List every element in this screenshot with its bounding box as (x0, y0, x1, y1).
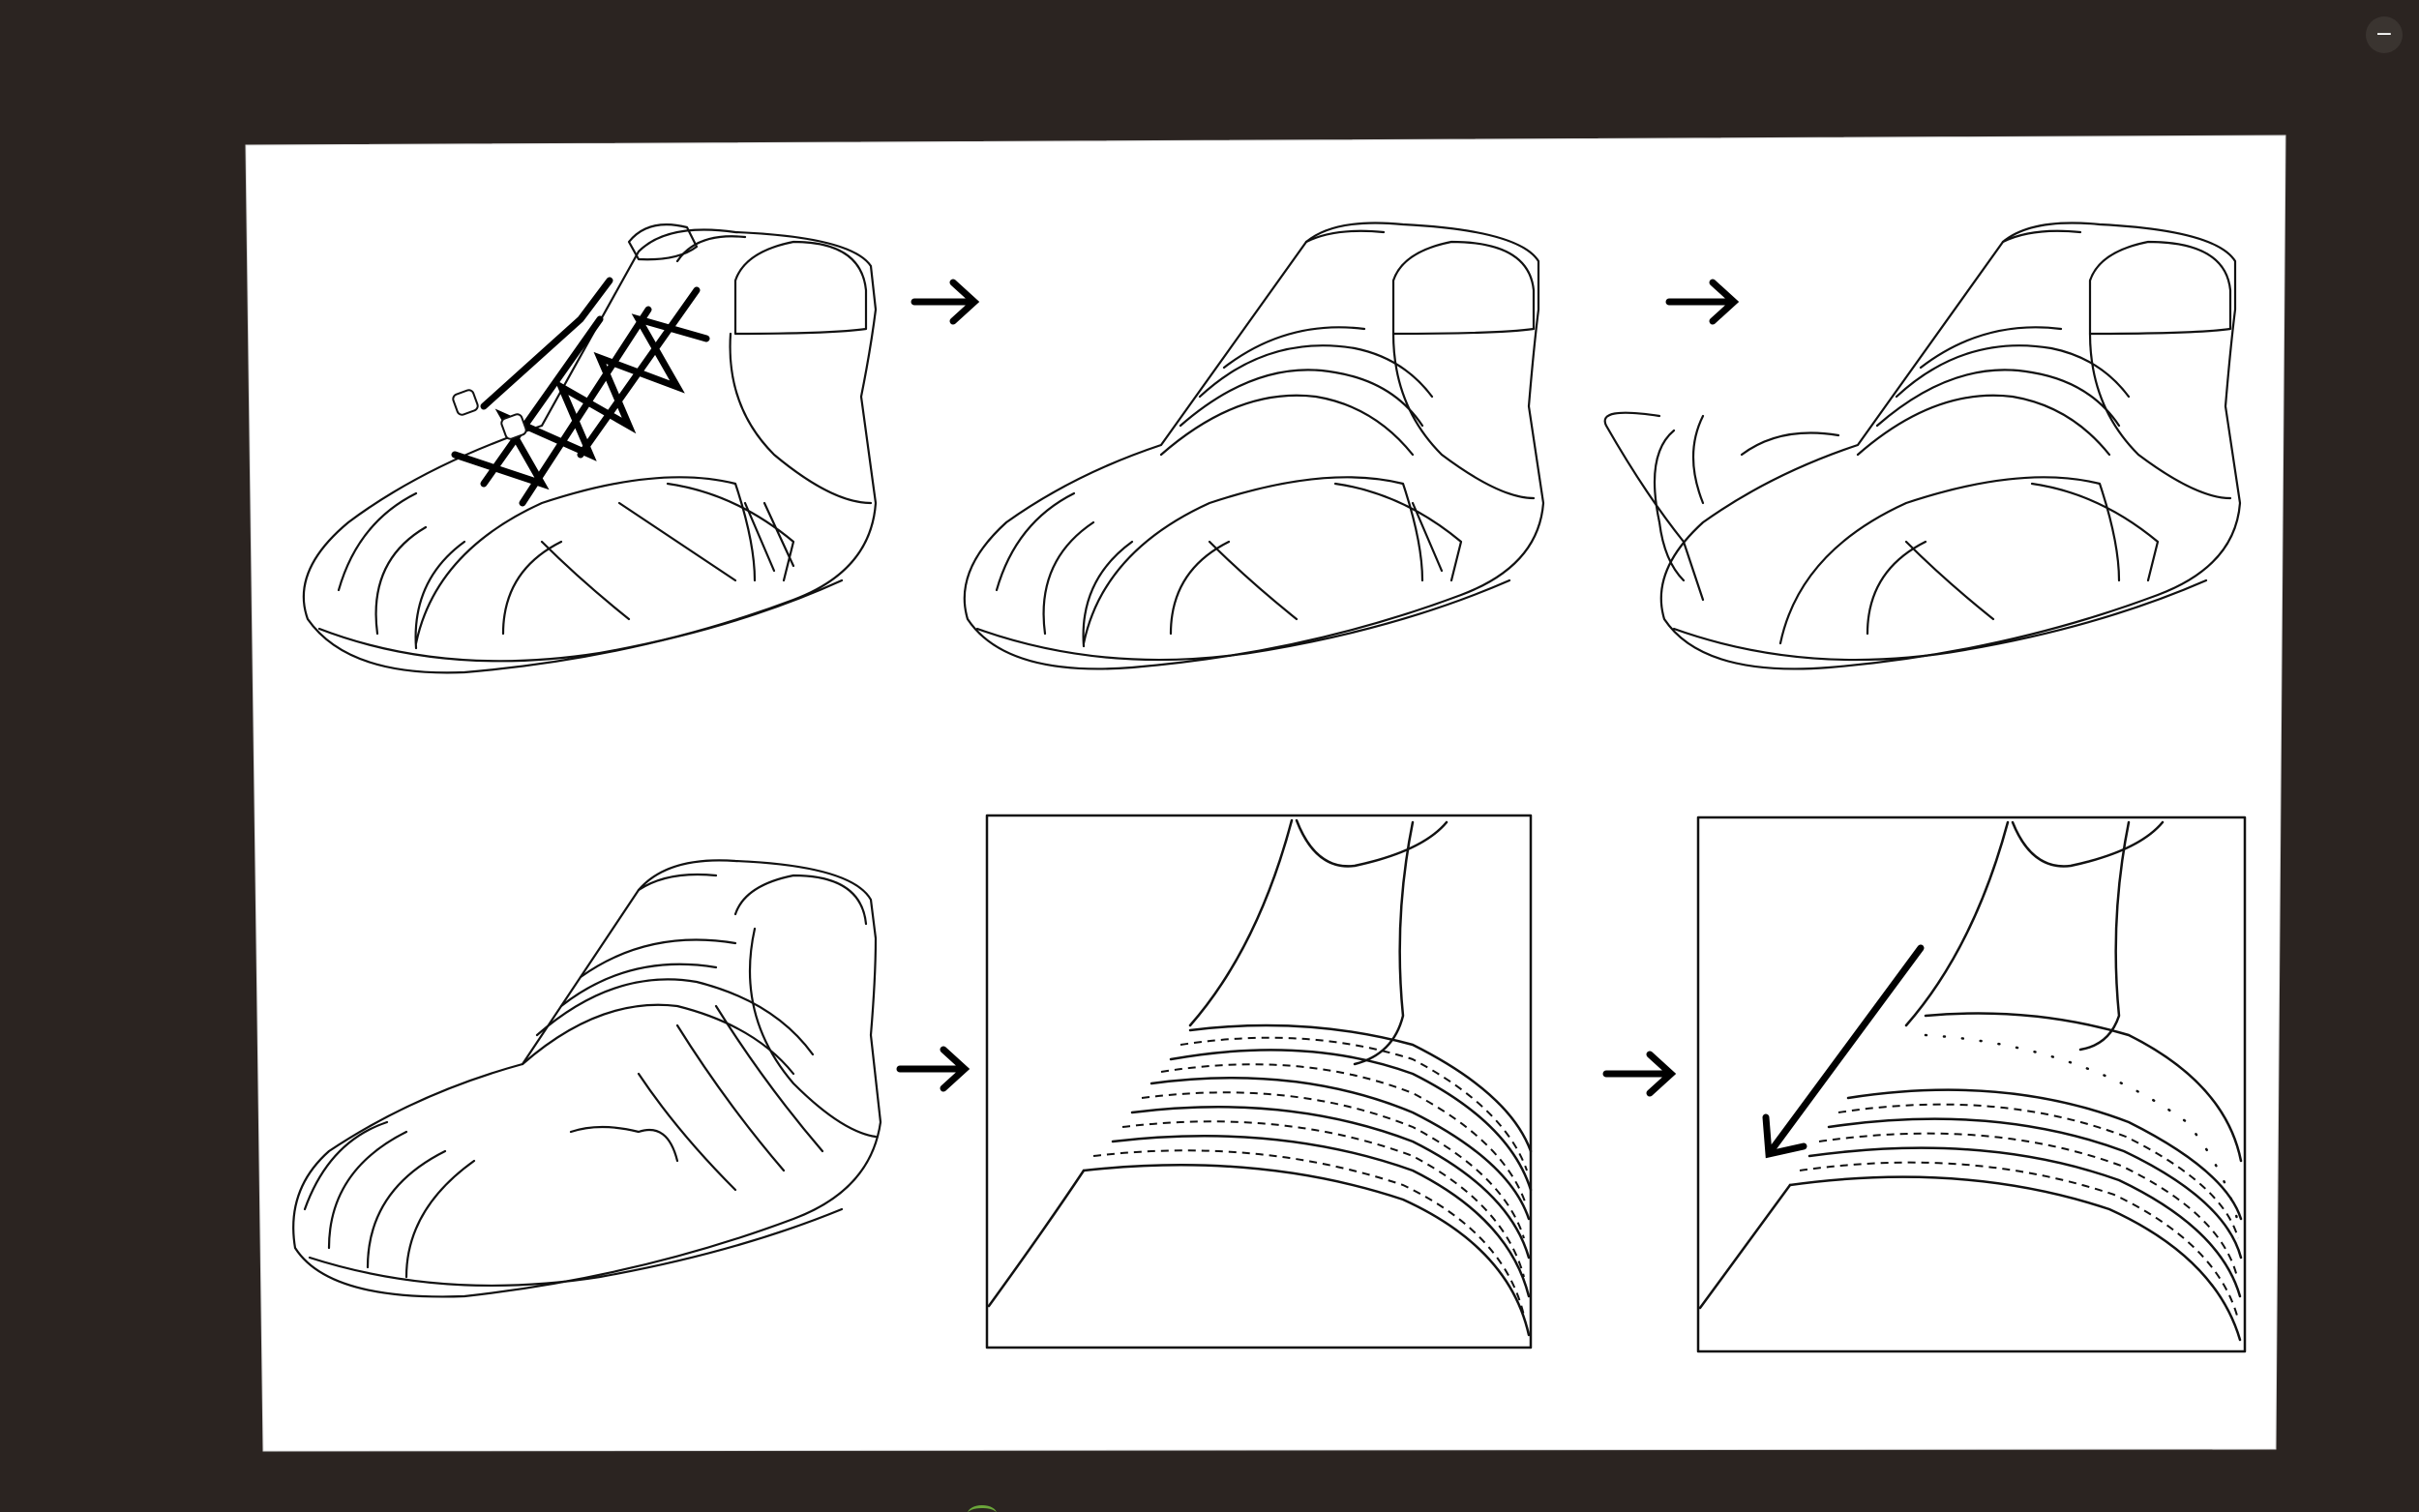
stitching (1799, 1103, 2239, 1317)
panel-strapped-sneaker (963, 222, 1545, 670)
minimize-button[interactable]: − (2366, 16, 2403, 53)
lace-tips (452, 389, 527, 440)
dotted-outline (1924, 1033, 2239, 1221)
panel-strap-closeup (985, 814, 1533, 1349)
arrow-right-icon (1602, 1051, 1677, 1097)
panel-laced-sneaker (302, 223, 878, 674)
panel-straps-opening (1603, 222, 2242, 670)
minimize-icon: − (2374, 22, 2394, 46)
arrow-right-icon (896, 1046, 971, 1092)
laces (451, 277, 710, 507)
arrow-right-icon (911, 279, 980, 325)
panel-strap-closeup-arrow (1696, 815, 2247, 1353)
stitching (1092, 1036, 1528, 1317)
scroll-indicator (968, 1505, 997, 1512)
arrow-right-icon (1665, 279, 1740, 325)
panel-wrapped-sneaker (292, 859, 882, 1298)
arrow-down-left-icon (1762, 944, 1925, 1159)
